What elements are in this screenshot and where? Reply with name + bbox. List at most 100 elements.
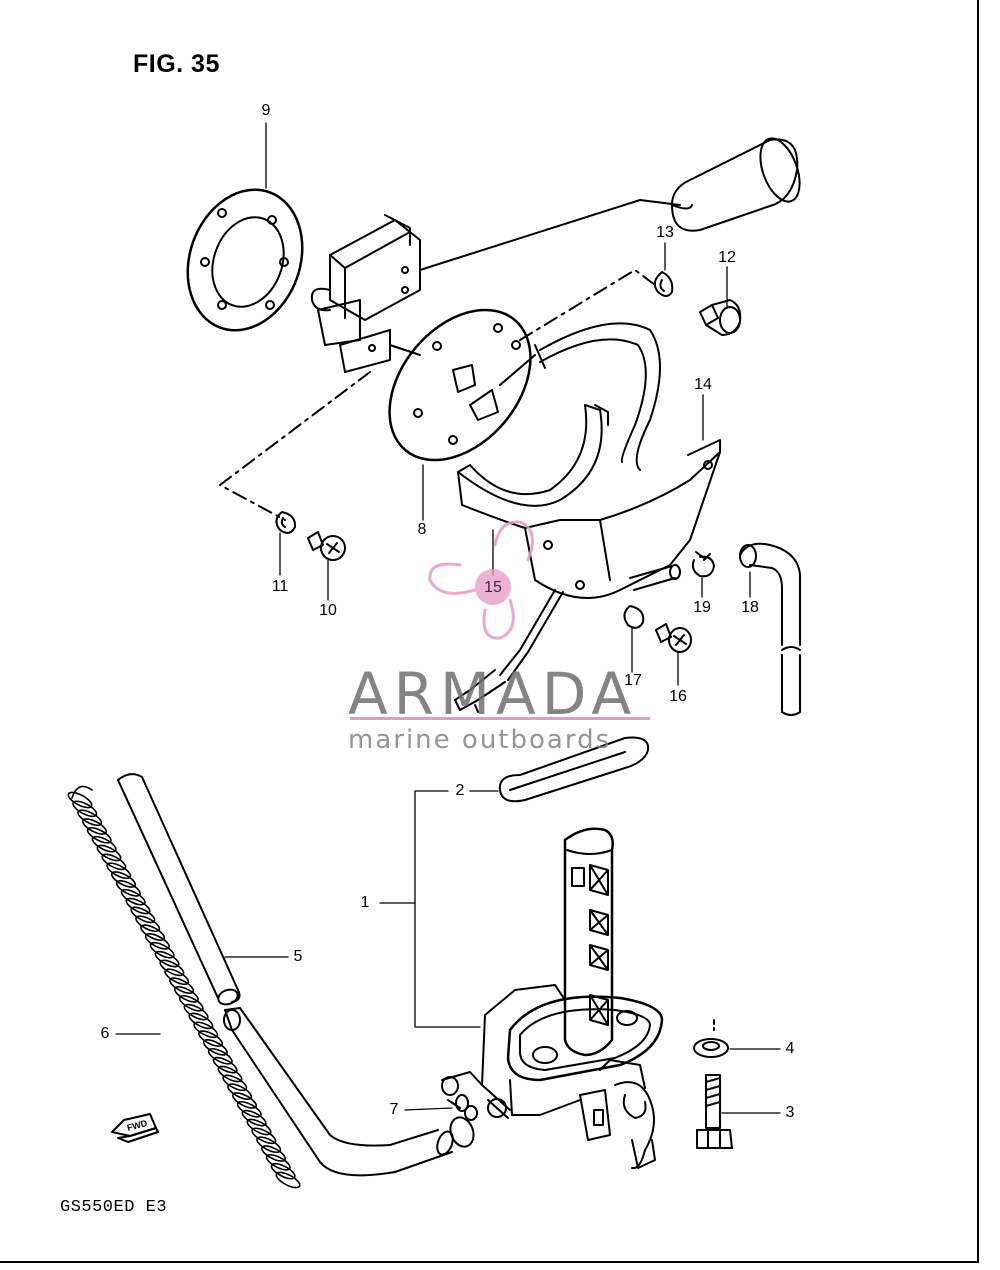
spring-coil [135, 915, 161, 933]
spring-coil [202, 1039, 228, 1056]
spring-coil [260, 1145, 287, 1162]
callout-18: 18 [741, 599, 759, 616]
callout-4: 4 [785, 1040, 795, 1057]
spring-coil [198, 1030, 224, 1047]
screw-part-16 [655, 623, 692, 653]
clip-part-19 [691, 551, 715, 578]
o-ring-part-2 [498, 736, 650, 803]
spring-coil [173, 986, 199, 1003]
washer-part-17 [623, 605, 645, 629]
spring-coil [265, 1153, 291, 1171]
washer-part-13 [653, 271, 674, 297]
spring-coil [144, 933, 170, 950]
watermark-name: ARMADA [348, 660, 638, 728]
fwd-arrow-marker: FWD [111, 1113, 159, 1143]
wire-lead [454, 589, 564, 713]
spring-coil [217, 1065, 243, 1083]
washer-part-4 [693, 1038, 729, 1058]
spring-coil [140, 924, 166, 941]
callout-19: 19 [693, 599, 711, 616]
o-ring-part-2 [509, 751, 626, 791]
spring-coil [169, 977, 195, 994]
spring-coil [130, 906, 156, 924]
callout-1: 1 [360, 894, 370, 911]
sender-unit-body [310, 199, 681, 373]
callout-15: 15 [484, 579, 502, 596]
watermark-tagline: marine outboards [348, 725, 612, 755]
washer-part-11 [275, 511, 297, 534]
leader-dashed [519, 269, 656, 341]
watermark-rule [350, 717, 650, 720]
spring-coil [251, 1127, 277, 1145]
standpipe-slot [571, 867, 585, 887]
breather-hose-part-18 [739, 542, 801, 716]
spring-coil [67, 791, 93, 809]
spring-coil [270, 1162, 296, 1180]
figure-title: FIG. 35 [133, 50, 220, 78]
spring-coil [256, 1136, 282, 1154]
spring-coil [149, 941, 175, 959]
spring-coil [207, 1047, 233, 1065]
callout-5: 5 [293, 948, 303, 965]
callout-6: 6 [100, 1025, 110, 1042]
spring-coil [115, 880, 141, 897]
clips-part-7 [447, 1094, 478, 1121]
spring-part-6 [67, 785, 301, 1189]
spring-coil [275, 1171, 301, 1189]
spring-coil [106, 862, 132, 880]
callout-leaders [115, 122, 781, 1114]
spring-coil [231, 1092, 258, 1109]
gasket-ring-part-9 [186, 188, 304, 332]
spring-coil [110, 871, 137, 888]
watermark-propeller-logo [428, 520, 534, 640]
fuel-cock-part-1 [441, 827, 664, 1170]
hose-stub [669, 564, 681, 580]
screw-part-12 [699, 299, 742, 336]
spring-coil [101, 853, 127, 871]
screw-part-10 [307, 531, 346, 561]
fuel-hose-part-5 [117, 773, 454, 1177]
spring-end [71, 785, 93, 799]
protector-cover-part-14 [457, 404, 721, 599]
spring-coil [120, 888, 146, 906]
callout-13: 13 [656, 224, 674, 241]
sender-float [671, 137, 801, 232]
callout-9: 9 [261, 102, 271, 119]
callout-17: 17 [624, 672, 642, 689]
spring-coil [178, 994, 204, 1012]
spring-coil [183, 1003, 209, 1021]
spring-coil [212, 1056, 238, 1074]
spring-coil [236, 1100, 262, 1118]
callout-11: 11 [271, 578, 289, 595]
wire-harness [499, 322, 661, 471]
spring-coil [222, 1074, 248, 1092]
bolt-part-3 [696, 1074, 733, 1149]
spring-coil [96, 844, 122, 862]
spring-coil [72, 800, 98, 818]
model-code: GS550ED E3 [60, 1198, 168, 1217]
spring-coil [125, 897, 151, 915]
spring-coil [193, 1021, 219, 1039]
spring-coil [164, 968, 190, 986]
callout-7: 7 [389, 1101, 399, 1118]
spring-coil [159, 959, 185, 977]
spring-coil [77, 809, 103, 827]
callout-16: 16 [669, 688, 687, 705]
mounting-plate-part-8 [388, 308, 532, 462]
callout-12: 12 [718, 249, 736, 266]
spring-coil [81, 818, 108, 835]
spring-coil [188, 1012, 214, 1030]
callout-8: 8 [417, 521, 427, 538]
spring-coil [241, 1109, 267, 1127]
callout-14: 14 [694, 376, 712, 393]
spring-coil [227, 1083, 253, 1100]
callout-3: 3 [785, 1104, 795, 1121]
spring-coil [86, 826, 112, 844]
spring-coil [154, 950, 180, 968]
hose-stub [629, 565, 676, 591]
leader-dashed [219, 371, 371, 521]
spring-coil [246, 1118, 272, 1136]
spring-coil [91, 835, 117, 853]
